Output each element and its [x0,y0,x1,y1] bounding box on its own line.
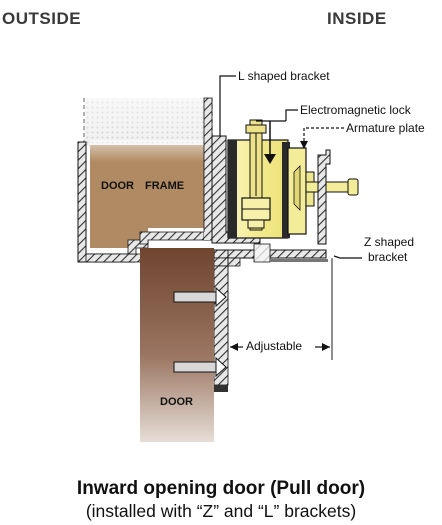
door-frame-label-a: DOOR [101,180,134,192]
armature-plate-label: Armature plate [346,121,425,135]
l-bracket-label: L shaped bracket [238,69,330,83]
caption-title: Inward opening door (Pull door) [76,478,366,499]
door-frame [77,97,213,263]
inside-heading: INSIDE [327,9,387,28]
armature-plate [287,147,359,235]
electromagnetic-lock [227,119,290,239]
door-label: DOOR [160,396,193,408]
z-bracket-label-line2: bracket [368,250,408,264]
outside-heading: OUTSIDE [2,9,82,28]
door-leaf [140,248,214,442]
caption-subtitle: (installed with “Z” and “L” brackets) [85,501,357,521]
door-frame-label-b: FRAME [145,180,185,192]
em-lock-label: Electromagnetic lock [300,103,411,117]
z-bracket-label-line1: Z shaped [364,235,415,249]
frame-wood [90,145,204,248]
leader-lines [219,75,362,259]
adjustable-label: Adjustable [246,339,303,353]
adjustable-dimension [227,250,333,360]
door [140,248,227,442]
